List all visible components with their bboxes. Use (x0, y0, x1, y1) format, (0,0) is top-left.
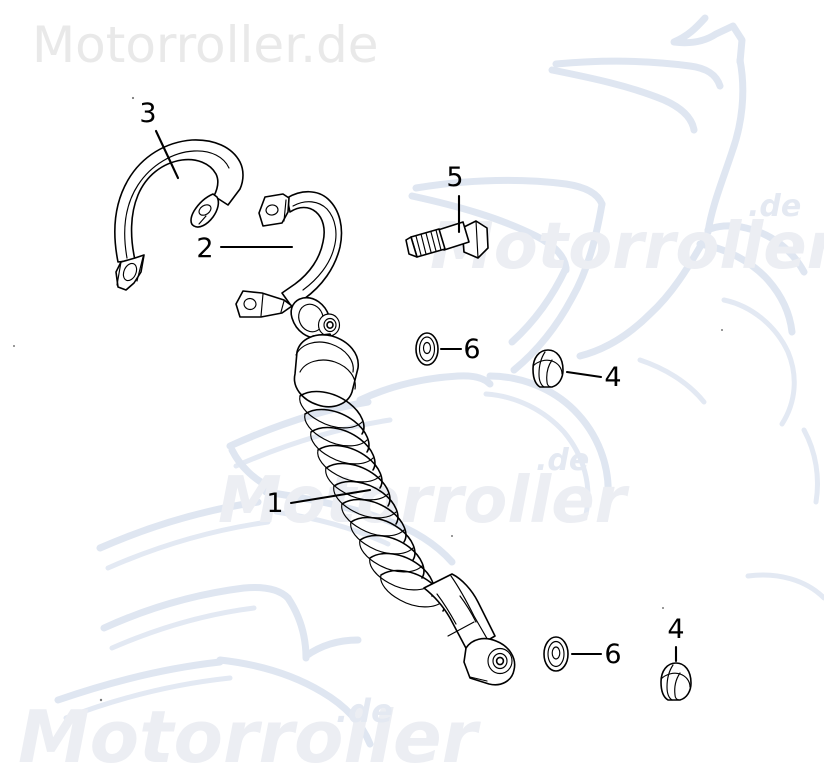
scan-specks (13, 96, 723, 702)
callout-label-2[interactable]: 2 (196, 233, 213, 264)
leader-1 (289, 488, 372, 505)
callout-label-3[interactable]: 3 (139, 98, 156, 129)
callout-label-1[interactable]: 1 (266, 488, 283, 519)
part-bracket-strap-long[interactable] (114, 139, 244, 291)
watermark-middle-text: Motorroller (430, 210, 824, 284)
callout-label-4-lower[interactable]: 4 (667, 614, 684, 645)
watermark-lower-group: Motorroller .de (218, 443, 630, 538)
part-bracket-strap-short[interactable] (235, 190, 343, 318)
shock-coil-spring (299, 390, 446, 612)
part-washer-lower[interactable] (543, 636, 569, 672)
part-washer-upper[interactable] (415, 332, 439, 366)
part-cap-nut-lower[interactable] (660, 662, 692, 701)
callout-label-6-lower[interactable]: 6 (604, 639, 621, 670)
watermark-lower-text: Motorroller (218, 464, 630, 538)
scooter-watermark-center (96, 177, 612, 571)
watermark-middle-group: Motorroller .de (430, 189, 824, 284)
part-hex-bolt[interactable] (405, 220, 489, 259)
watermark-bottom-text: Motorroller (18, 695, 482, 779)
callout-label-4-upper[interactable]: 4 (604, 362, 621, 393)
watermark-bottom-suffix: .de (336, 692, 393, 730)
watermark-lower-suffix: .de (536, 443, 589, 478)
watermark-top-text: Motorroller.de (32, 16, 379, 74)
leader-lines (154, 129, 678, 663)
part-shock-absorber[interactable] (290, 296, 516, 686)
callout-label-6-upper[interactable]: 6 (463, 334, 480, 365)
leader-3 (154, 129, 180, 180)
callout-numbers: 1 2 3 4 5 6 6 4 (139, 98, 684, 670)
leader-4-upper (565, 370, 603, 379)
watermark-bottom-group: Motorroller .de (18, 692, 482, 779)
scooter-watermark-right-edge (745, 427, 824, 601)
watermark-middle-suffix: .de (748, 189, 801, 224)
part-cap-nut-upper[interactable] (532, 349, 564, 388)
scooter-watermark-lower-left (54, 584, 374, 748)
scooter-watermark-upper-right (548, 14, 808, 427)
callout-label-5[interactable]: 5 (446, 162, 463, 193)
